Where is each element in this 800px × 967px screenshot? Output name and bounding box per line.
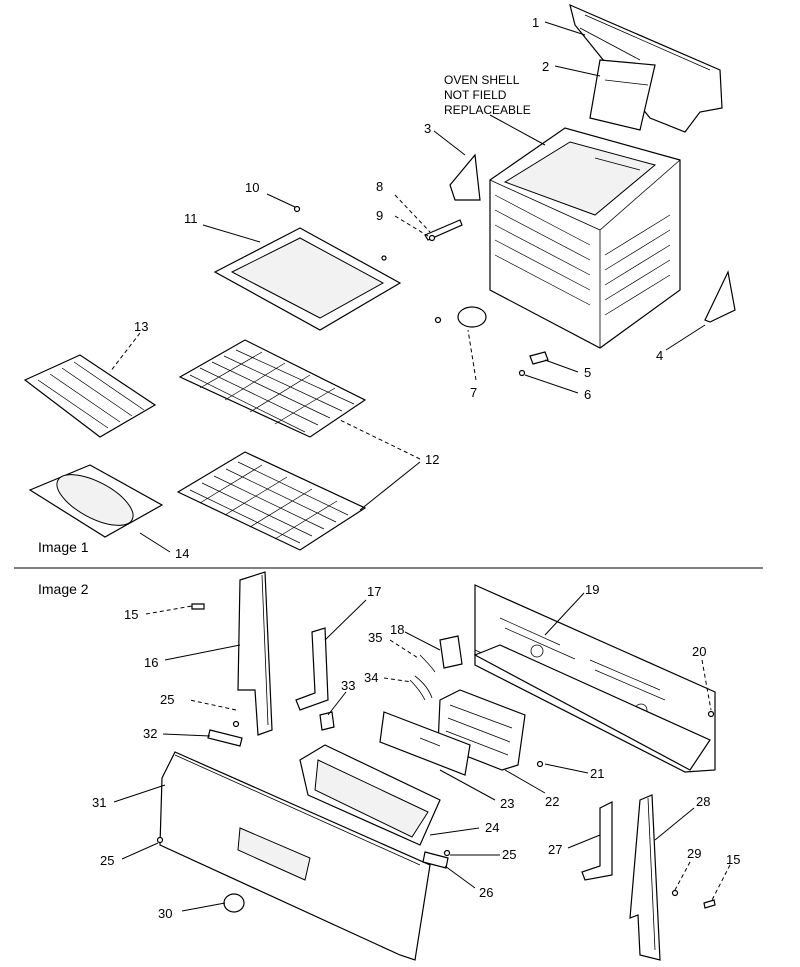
image-2-group: Image 2 (38, 571, 740, 961)
image-1-group: OVEN SHELL NOT FIELD REPLACEABLE 1 2 3 4… (23, 3, 736, 561)
part-16-side-panel (237, 571, 273, 736)
part-26-clip (422, 851, 449, 869)
part-3-bracket (449, 153, 481, 201)
callout-30: 30 (158, 906, 172, 921)
part-32-clip (207, 729, 243, 747)
callout-23: 23 (500, 796, 514, 811)
part-15-screw-left (191, 603, 205, 610)
callout-34: 34 (364, 670, 378, 685)
callout-15-left: 15 (124, 607, 138, 622)
part-5-clip (529, 351, 549, 365)
part-31-control-panel (159, 751, 431, 961)
part-9-screw (428, 234, 436, 242)
callout-27: 27 (548, 842, 562, 857)
part-20-screw (707, 710, 715, 718)
oven-shell-note-line-1: OVEN SHELL (444, 73, 520, 87)
callout-13: 13 (134, 319, 148, 334)
callout-1: 1 (532, 15, 539, 30)
callout-7: 7 (470, 385, 477, 400)
part-25-screw-c (443, 849, 451, 857)
image-2-caption: Image 2 (38, 581, 89, 597)
part-10-screw (293, 205, 301, 213)
callout-11: 11 (184, 211, 198, 226)
callout-6: 6 (584, 387, 591, 402)
part-24-window-frame (299, 744, 441, 846)
callout-33: 33 (341, 678, 355, 693)
callout-32: 32 (143, 726, 157, 741)
callout-29: 29 (687, 846, 701, 861)
callout-2: 2 (542, 59, 549, 74)
callout-24: 24 (485, 820, 499, 835)
part-11-cover (213, 227, 402, 331)
part-29-screw (671, 889, 679, 897)
callout-15-right: 15 (726, 852, 740, 867)
part-34-harness (409, 675, 433, 701)
callout-9: 9 (376, 208, 383, 223)
callout-3: 3 (424, 121, 431, 136)
image-1-caption: Image 1 (38, 539, 89, 555)
callout-22: 22 (545, 794, 559, 809)
leaders-image-1 (109, 21, 706, 553)
callout-28: 28 (696, 794, 710, 809)
oven-shell-note-line-3: REPLACEABLE (444, 103, 531, 117)
callout-20: 20 (692, 644, 706, 659)
part-8-sensor-probe (424, 219, 463, 241)
part-4-bracket (704, 270, 736, 323)
callout-4: 4 (656, 348, 663, 363)
callout-10: 10 (245, 180, 259, 195)
part-13-broiler-grid (23, 354, 157, 438)
part-2-flap (589, 59, 656, 131)
part-28-side-bracket (629, 794, 661, 961)
callout-14: 14 (175, 546, 189, 561)
callout-17: 17 (367, 584, 381, 599)
callout-25-top: 25 (160, 692, 174, 707)
part-17-bracket (295, 627, 329, 711)
part-12-rack-lower (176, 451, 367, 551)
part-6-screw (518, 369, 526, 377)
callout-31: 31 (92, 795, 106, 810)
part-30-knob (223, 893, 245, 913)
part-33-bracket (319, 711, 335, 731)
part-14-broiler-pan (28, 464, 164, 538)
callout-35: 35 (368, 630, 382, 645)
callout-8: 8 (376, 179, 383, 194)
leaders-image-2 (113, 592, 731, 912)
part-21-screw (536, 760, 544, 768)
part-12-rack-upper (178, 339, 367, 438)
callout-25-left: 25 (100, 853, 114, 868)
callout-25-right: 25 (502, 847, 516, 862)
part-7-sensor (434, 306, 487, 328)
oven-shell (489, 127, 681, 349)
callout-12: 12 (425, 452, 439, 467)
part-25-screw-a (232, 720, 240, 728)
callout-18: 18 (390, 622, 404, 637)
callout-26: 26 (479, 885, 493, 900)
part-15-screw-right (703, 899, 716, 909)
callout-16: 16 (144, 655, 158, 670)
callout-21: 21 (590, 766, 604, 781)
part-23-plate (379, 711, 471, 776)
part-19-tray (473, 644, 711, 771)
oven-shell-note-line-2: NOT FIELD (444, 88, 507, 102)
callout-5: 5 (584, 365, 591, 380)
callout-19: 19 (585, 582, 599, 597)
part-18-connector (439, 635, 463, 669)
part-35-harness (419, 654, 436, 673)
part-25-screw-b (156, 836, 164, 844)
part-27-bracket (581, 801, 613, 881)
